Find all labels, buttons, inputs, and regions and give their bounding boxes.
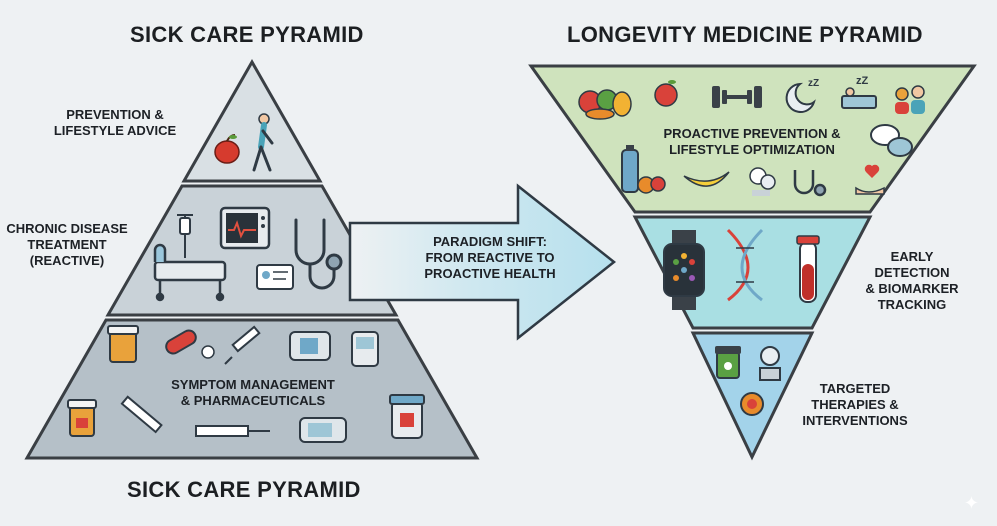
walking-person-icon [252, 113, 274, 172]
vegetables-icon [749, 167, 776, 196]
heart-hand-icon [855, 164, 885, 195]
microscope-icon [759, 346, 781, 381]
apple-icon [654, 80, 678, 107]
moon-sleep-icon: zZ [785, 78, 819, 113]
glucose-meter-icon [351, 331, 379, 367]
sparkle-icon: ✦ [963, 493, 979, 513]
blood-tube-icon [796, 235, 820, 303]
id-badge-icon [256, 264, 294, 290]
left-pyramid-title: SICK CARE PYRAMID [130, 22, 364, 47]
supplement-bottle-icon [715, 346, 741, 379]
pill-bottle-icon [67, 399, 97, 437]
svg-text:zZ: zZ [808, 78, 819, 89]
pill-bottle-icon [389, 394, 425, 439]
capsule-icon [165, 329, 215, 359]
pill-bottle-icon [107, 325, 139, 363]
stethoscope-icon [793, 170, 827, 197]
cell-icon [740, 392, 764, 416]
hospital-bed-icon [153, 243, 227, 302]
syringe-icon [120, 395, 163, 434]
svg-text:zZ: zZ [856, 75, 869, 87]
left-pyramid-bottom-title: SICK CARE PYRAMID [127, 477, 361, 502]
syringe-icon [224, 325, 261, 365]
syringe-icon [195, 425, 270, 437]
tier-chronic-label: CHRONIC DISEASE TREATMENT (REACTIVE) [6, 221, 128, 268]
water-bottle-icon [621, 145, 639, 193]
vegetables-icon [637, 176, 666, 194]
dna-icon [726, 228, 764, 302]
heart-monitor-icon [219, 206, 271, 250]
paradigm-shift-arrow [348, 183, 617, 341]
vegetables-icon [578, 89, 632, 120]
chat-bubbles-icon [870, 124, 913, 157]
group-people-icon [895, 85, 925, 114]
inhaler-icon [289, 331, 331, 361]
smartwatch-icon [663, 230, 705, 310]
right-pyramid-title: LONGEVITY MEDICINE PYRAMID [567, 22, 923, 47]
sleeping-bed-icon: zZ [841, 75, 877, 109]
tier-symptom-label: SYMPTOM MANAGEMENT & PHARMACEUTICALS [171, 377, 335, 408]
tier-prevention [181, 58, 323, 183]
paradigm-shift-label: PARADIGM SHIFT: FROM REACTIVE TO PROACTI… [424, 234, 556, 281]
dumbbell-icon [712, 86, 762, 108]
glucose-meter-icon [299, 417, 347, 443]
banana-icon [683, 171, 730, 187]
tier-targeted-label: TARGETED THERAPIES & INTERVENTIONS [802, 381, 908, 428]
iv-drip-icon [177, 214, 193, 258]
stethoscope-icon [294, 218, 343, 290]
tier-early-detection-label: EARLY DETECTION & BIOMARKER TRACKING [865, 249, 959, 312]
apple-icon [214, 134, 240, 164]
tier-proactive-label: PROACTIVE PREVENTION & LIFESTYLE OPTIMIZ… [663, 126, 841, 157]
tier-prevention-label: PREVENTION & LIFESTYLE ADVICE [53, 107, 177, 138]
